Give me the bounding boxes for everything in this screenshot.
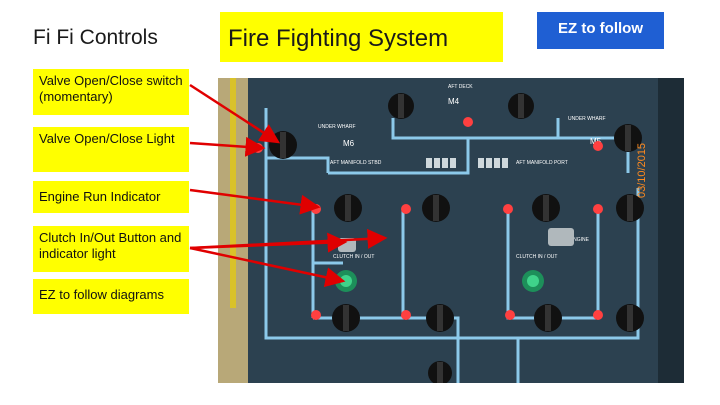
callout-diagrams: EZ to follow diagrams: [33, 279, 189, 314]
label-aft-manifold-port: AFT MANIFOLD PORT: [516, 160, 568, 166]
callout-valve-switch: Valve Open/Close switch (momentary): [33, 69, 189, 115]
label-under-wharf-left: UNDER WHARF: [318, 124, 356, 130]
callout-clutch: Clutch In/Out Button and indicator light: [33, 226, 189, 272]
control-panel-photo: AFT DECK M4 UNDER WHARF M6 UNDER WHARF M…: [218, 78, 684, 383]
arrow-clutch-light: [189, 228, 388, 250]
arrow-valve-light: [189, 136, 266, 157]
arrow-engine-run: [189, 188, 321, 215]
yellow-strip: [230, 78, 236, 308]
callout-engine-run: Engine Run Indicator: [33, 181, 189, 213]
label-aft-manifold-stbd: AFT MANIFOLD STBD: [330, 160, 382, 166]
label-clutch-right: CLUTCH IN / OUT: [516, 254, 557, 260]
slide-title-center: Fire Fighting System: [228, 25, 449, 52]
arrow-clutch-green: [189, 246, 346, 288]
indicator-bank: [426, 158, 508, 168]
label-under-wharf-right: UNDER WHARF: [568, 116, 606, 122]
label-aft-deck: AFT DECK: [448, 84, 473, 90]
slide-title-left: Fi Fi Controls: [33, 26, 158, 49]
label-clutch-left: CLUTCH IN / OUT: [333, 254, 374, 260]
title-banner: Fire Fighting System: [220, 12, 503, 62]
label-m4: M4: [448, 97, 460, 106]
callout-valve-light: Valve Open/Close Light: [33, 127, 189, 172]
arrow-valve-switch: [189, 83, 281, 144]
date-stamp: 03/10/2015: [636, 143, 648, 198]
label-m6: M6: [343, 139, 355, 148]
control-panel-drawing: AFT DECK M4 UNDER WHARF M6 UNDER WHARF M…: [218, 78, 684, 383]
valve-lights: [253, 117, 603, 320]
ez-badge: EZ to follow: [537, 12, 664, 49]
